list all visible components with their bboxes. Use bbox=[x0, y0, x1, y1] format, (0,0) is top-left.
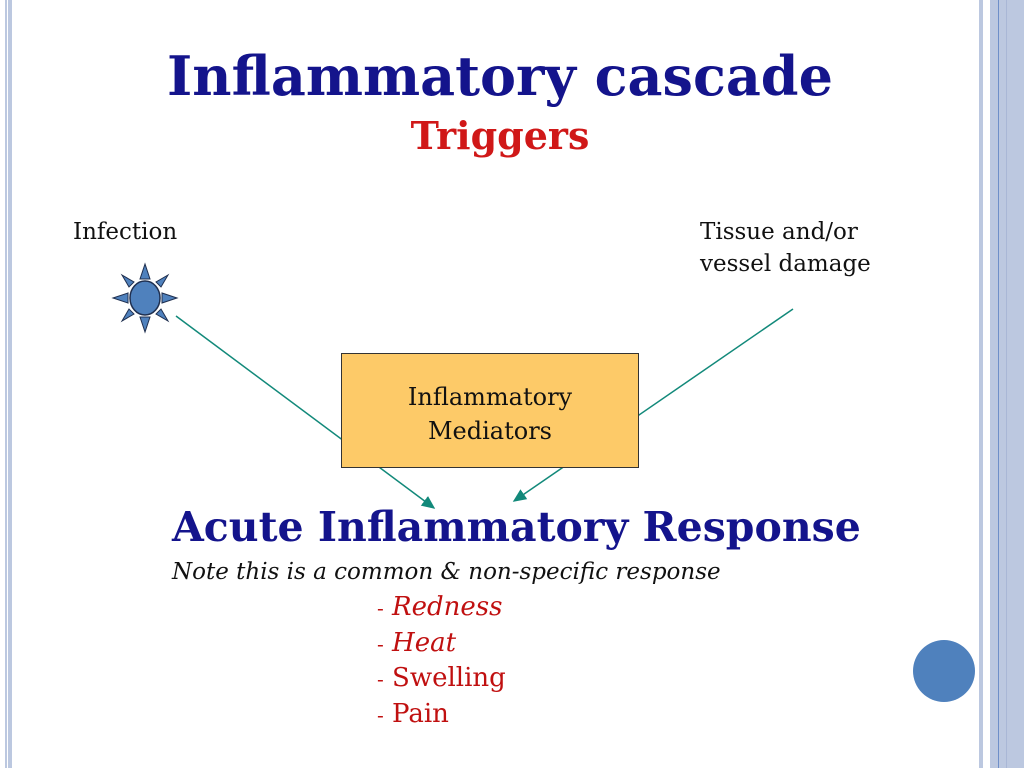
sign-dash: - bbox=[377, 631, 384, 656]
arrow-damage-to-response bbox=[512, 308, 794, 502]
left-border-line bbox=[5, 0, 7, 768]
trigger-right-line2: vessel damage bbox=[700, 251, 871, 277]
sign-item: - Heat bbox=[377, 626, 506, 662]
decorative-circle bbox=[913, 640, 975, 702]
trigger-tissue-damage-label: Tissue and/or vessel damage bbox=[700, 216, 871, 280]
sign-item: - Redness bbox=[377, 590, 506, 626]
sign-label: Heat bbox=[392, 627, 457, 658]
sign-dash: - bbox=[377, 596, 384, 620]
trigger-infection-label: Infection bbox=[73, 219, 178, 245]
left-border-band bbox=[8, 0, 12, 768]
right-border-divider-2 bbox=[1006, 0, 1007, 768]
slide-title: Inflammatory cascade bbox=[167, 44, 833, 108]
inflammatory-mediators-box: Inflammatory Mediators bbox=[341, 353, 639, 468]
right-border-band bbox=[990, 0, 1024, 768]
sign-dash: - bbox=[377, 667, 384, 691]
sign-label: Pain bbox=[392, 698, 449, 729]
slide-subtitle: Triggers bbox=[410, 113, 590, 158]
sign-label: Redness bbox=[392, 592, 503, 622]
trigger-right-line1: Tissue and/or bbox=[700, 219, 858, 245]
sun-icon bbox=[111, 262, 179, 334]
sign-item: - Pain bbox=[377, 697, 506, 733]
signs-list: - Redness - Heat - Swelling - Pain bbox=[377, 590, 506, 732]
right-border-divider bbox=[998, 0, 999, 768]
sign-item: - Swelling bbox=[377, 661, 506, 697]
sign-label: Swelling bbox=[392, 663, 506, 693]
box-line2: Mediators bbox=[427, 417, 552, 445]
right-border-line bbox=[979, 0, 983, 768]
sign-dash: - bbox=[377, 702, 384, 727]
box-line1: Inflammatory bbox=[407, 383, 573, 411]
response-heading: Acute Inflammatory Response bbox=[172, 503, 861, 551]
arrow-infection-to-response bbox=[175, 315, 436, 509]
response-note: Note this is a common & non-specific res… bbox=[172, 559, 721, 585]
